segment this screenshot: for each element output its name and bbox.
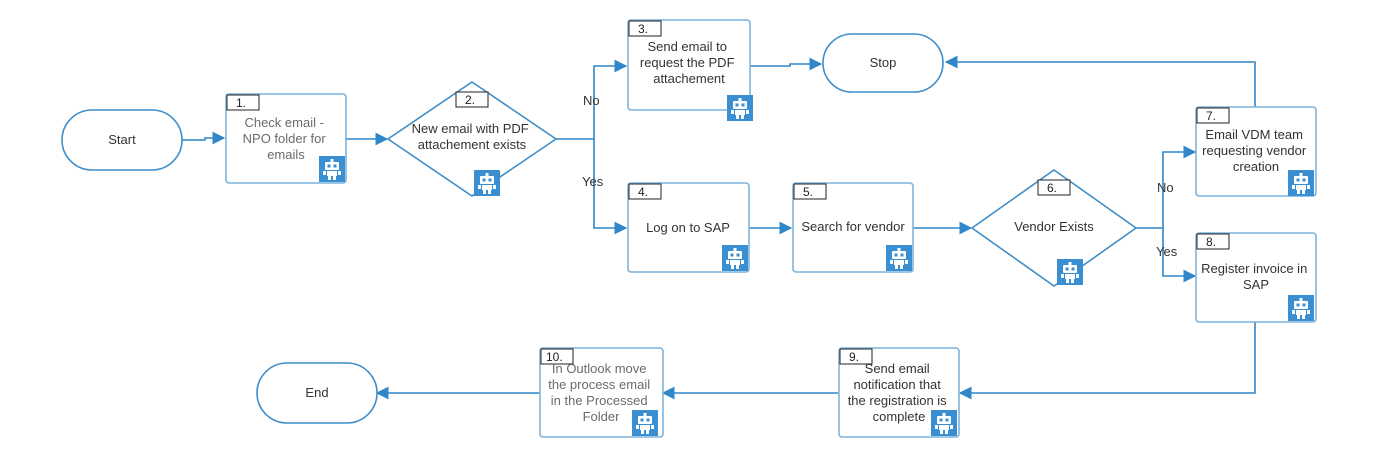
edge-n6-no-n7 (1162, 145, 1197, 228)
robot-icon (1288, 295, 1314, 321)
step-2-decision[interactable]: 2. New email with PDF attachement exists (386, 81, 558, 197)
edge-label-n2-no: No (583, 93, 600, 108)
step-5-number: 5. (803, 185, 813, 199)
step-4[interactable]: 4. Log on to SAP (627, 182, 750, 273)
robot-icon (727, 95, 753, 121)
robot-icon (632, 410, 658, 436)
edge-label-n6-yes: Yes (1156, 244, 1178, 259)
edge-n6-yes-n8 (1162, 228, 1197, 283)
step-10[interactable]: 10. In Outlook move the process email in… (539, 347, 664, 438)
terminal-start[interactable]: Start (61, 109, 183, 171)
step-3-label: Send email to request the PDF attachemen… (640, 39, 738, 86)
robot-icon (474, 170, 500, 196)
terminal-stop[interactable]: Stop (822, 33, 944, 93)
step-8-number: 8. (1206, 235, 1216, 249)
step-3-number: 3. (638, 22, 648, 36)
robot-icon (931, 410, 957, 436)
edge-label-n2-yes: Yes (582, 174, 604, 189)
terminal-end-label: End (305, 385, 328, 400)
step-1[interactable]: 1. Check email - NPO folder for emails (225, 93, 347, 184)
edge-n3-stop (750, 57, 823, 71)
step-10-label: In Outlook move the process email in the… (548, 361, 654, 424)
terminal-end[interactable]: End (256, 362, 378, 424)
step-7[interactable]: 7. Email VDM team requesting vendor crea… (1195, 106, 1317, 197)
step-7-number: 7. (1206, 109, 1216, 123)
step-8-label: Register invoice in SAP (1201, 261, 1311, 292)
step-6-number: 6. (1047, 181, 1057, 195)
step-4-number: 4. (638, 185, 648, 199)
step-6-label: Vendor Exists (1014, 219, 1094, 234)
step-3[interactable]: 3. Send email to request the PDF attache… (627, 19, 753, 121)
edge-label-n6-no: No (1157, 180, 1174, 195)
robot-icon (319, 156, 345, 182)
step-2-label: New email with PDF attachement exists (412, 121, 533, 152)
step-5[interactable]: 5. Search for vendor (792, 182, 914, 273)
step-7-label: Email VDM team requesting vendor creatio… (1202, 127, 1310, 174)
edge-n8-n9 (958, 322, 1256, 400)
step-2-number: 2. (465, 93, 475, 107)
step-4-label: Log on to SAP (646, 220, 730, 235)
step-9-number: 9. (849, 350, 859, 364)
robot-icon (1288, 170, 1314, 196)
robot-icon (1057, 259, 1083, 285)
step-1-label: Check email - NPO folder for emails (243, 115, 330, 162)
edge-start-n1 (182, 131, 226, 145)
terminal-start-label: Start (108, 132, 136, 147)
terminal-stop-label: Stop (870, 55, 897, 70)
step-9[interactable]: 9. Send email notification that the regi… (838, 347, 960, 438)
step-6-decision[interactable]: 6. Vendor Exists (970, 169, 1138, 287)
edge-n2-no-n3 (593, 59, 628, 139)
robot-icon (886, 245, 912, 271)
step-8[interactable]: 8. Register invoice in SAP (1195, 232, 1317, 323)
step-5-label: Search for vendor (801, 219, 905, 234)
edge-n7-stop (944, 55, 1256, 107)
step-9-label: Send email notification that the registr… (848, 361, 951, 424)
robot-icon (722, 245, 748, 271)
step-1-number: 1. (236, 96, 246, 110)
edge-n2-yes-n4 (593, 139, 628, 235)
edges (182, 55, 1256, 400)
step-10-number: 10. (546, 350, 563, 364)
